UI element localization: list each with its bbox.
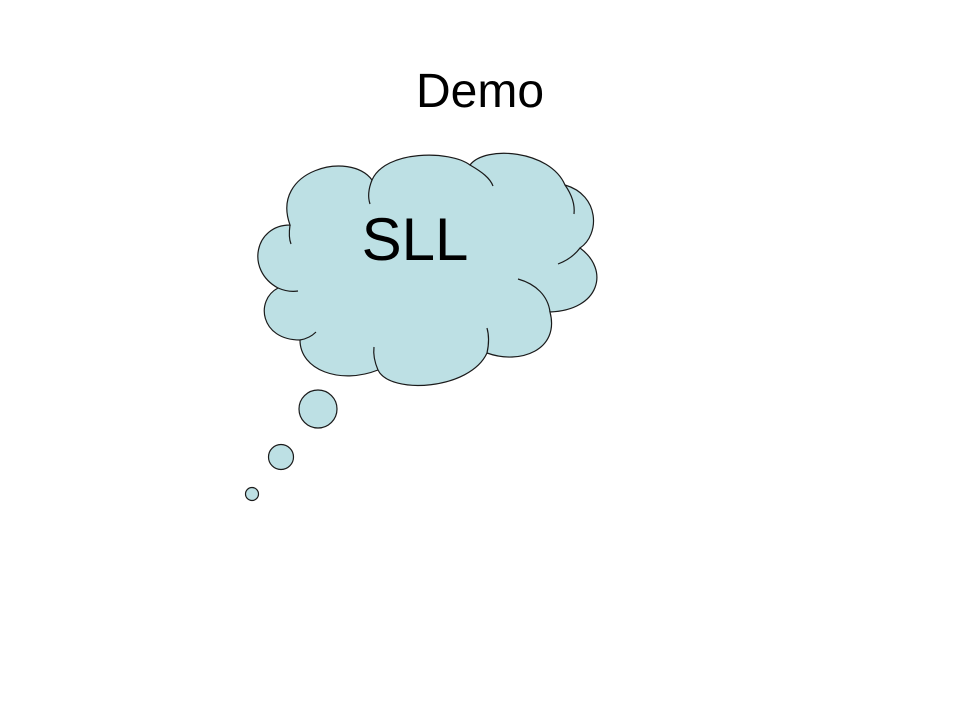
thought-dot-medium — [267, 443, 295, 471]
thought-bubble-text: SLL — [361, 206, 469, 273]
thought-dot-small — [244, 486, 260, 502]
thought-dot-large — [298, 389, 338, 429]
thought-cloud — [257, 152, 598, 387]
slide-title: Demo — [415, 65, 545, 118]
cloud-shape — [257, 152, 598, 387]
